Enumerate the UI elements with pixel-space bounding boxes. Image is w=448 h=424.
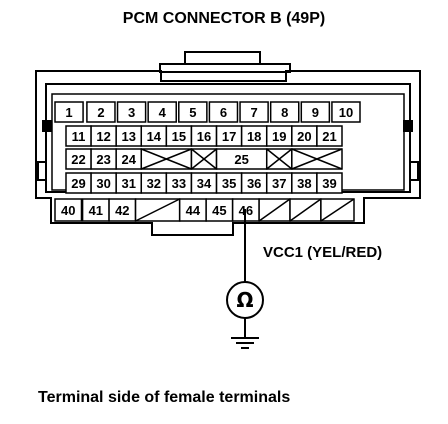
terminal-3: 3 <box>116 101 147 123</box>
terminal-32: 32 <box>140 172 168 194</box>
terminal-10: 10 <box>331 101 361 123</box>
terminal-number: 10 <box>339 105 353 120</box>
terminal-cell-empty <box>140 148 193 170</box>
terminal-11: 11 <box>65 125 92 147</box>
terminal-number: 21 <box>322 129 336 144</box>
terminal-number: 14 <box>147 129 162 144</box>
terminal-34: 34 <box>190 172 218 194</box>
terminal-number: 15 <box>172 129 186 144</box>
terminal-cell-empty <box>190 148 218 170</box>
terminal-number: 32 <box>147 176 161 191</box>
terminal-45: 45 <box>205 198 234 222</box>
terminal-21: 21 <box>316 125 343 147</box>
terminal-number: 8 <box>281 105 288 120</box>
terminal-cell-blank <box>134 198 181 222</box>
terminal-20: 20 <box>291 125 318 147</box>
terminal-cell-blank <box>289 198 322 222</box>
caption: Terminal side of female terminals <box>38 389 291 406</box>
terminal-number: 35 <box>222 176 236 191</box>
terminal-13: 13 <box>115 125 143 147</box>
terminal-35: 35 <box>215 172 243 194</box>
terminal-number: 2 <box>97 105 104 120</box>
terminal-cell-empty <box>265 148 293 170</box>
terminal-29: 29 <box>65 172 92 194</box>
housing-top-tab <box>159 51 291 73</box>
terminal-41: 41 <box>81 198 110 222</box>
terminal-38: 38 <box>291 172 318 194</box>
terminal-25: 25 <box>215 148 268 170</box>
terminal-number: 29 <box>71 176 85 191</box>
terminal-6: 6 <box>208 101 239 123</box>
terminal-24: 24 <box>115 148 143 170</box>
terminal-12: 12 <box>90 125 117 147</box>
terminal-number: 6 <box>220 105 227 120</box>
terminal-1: 1 <box>54 101 84 123</box>
terminal-number: 31 <box>121 176 135 191</box>
terminal-number: 25 <box>234 152 248 167</box>
terminal-cell-blank <box>258 198 291 222</box>
terminal-number: 37 <box>272 176 286 191</box>
terminal-cell-empty <box>291 148 343 170</box>
terminal-number: 19 <box>272 129 286 144</box>
terminal-number: 24 <box>121 152 136 167</box>
terminal-number: 18 <box>247 129 261 144</box>
ohm-symbol: Ω <box>236 288 253 312</box>
terminal-number: 5 <box>189 105 196 120</box>
terminal-2: 2 <box>86 101 116 123</box>
terminal-number: 3 <box>128 105 135 120</box>
terminal-39: 39 <box>316 172 343 194</box>
terminal-number: 38 <box>297 176 311 191</box>
terminal-30: 30 <box>90 172 117 194</box>
terminal-number: 16 <box>197 129 211 144</box>
terminal-40: 40 <box>54 198 83 222</box>
terminal-18: 18 <box>240 125 268 147</box>
terminal-number: 22 <box>71 152 85 167</box>
terminal-42: 42 <box>108 198 137 222</box>
terminal-16: 16 <box>190 125 218 147</box>
terminal-number: 34 <box>197 176 212 191</box>
terminal-number: 9 <box>312 105 319 120</box>
terminal-number: 41 <box>89 203 103 218</box>
terminal-19: 19 <box>265 125 293 147</box>
terminal-number: 33 <box>172 176 186 191</box>
terminal-37: 37 <box>265 172 293 194</box>
ground-icon <box>231 337 259 349</box>
terminal-36: 36 <box>240 172 268 194</box>
terminal-number: 36 <box>247 176 261 191</box>
terminal-7: 7 <box>239 101 269 123</box>
terminal-15: 15 <box>165 125 193 147</box>
terminal-number: 11 <box>72 129 86 144</box>
terminal-14: 14 <box>140 125 168 147</box>
terminal-number: 1 <box>65 105 72 120</box>
terminal-cell-blank <box>320 198 355 222</box>
terminal-31: 31 <box>115 172 143 194</box>
terminal-9: 9 <box>300 101 331 123</box>
terminal-number: 7 <box>250 105 257 120</box>
wire-label: VCC1 (YEL/RED) <box>263 244 383 261</box>
terminal-number: 44 <box>186 203 201 218</box>
terminal-4: 4 <box>147 101 177 123</box>
terminal-8: 8 <box>269 101 300 123</box>
terminal-22: 22 <box>65 148 92 170</box>
terminal-17: 17 <box>215 125 243 147</box>
terminal-number: 12 <box>96 129 110 144</box>
terminal-number: 20 <box>297 129 311 144</box>
terminal-number: 30 <box>96 176 110 191</box>
terminal-number: 45 <box>212 203 226 218</box>
terminal-number: 39 <box>322 176 336 191</box>
terminal-number: 4 <box>159 105 167 120</box>
terminal-number: 42 <box>115 203 129 218</box>
terminal-33: 33 <box>165 172 193 194</box>
terminal-44: 44 <box>178 198 207 222</box>
terminal-number: 23 <box>96 152 110 167</box>
terminal-number: 40 <box>61 203 75 218</box>
terminal-23: 23 <box>90 148 117 170</box>
terminal-number: 17 <box>222 129 236 144</box>
test-lead <box>226 209 264 349</box>
terminal-5: 5 <box>178 101 208 123</box>
connector-title: PCM CONNECTOR B (49P) <box>122 10 326 27</box>
terminal-number: 13 <box>121 129 135 144</box>
